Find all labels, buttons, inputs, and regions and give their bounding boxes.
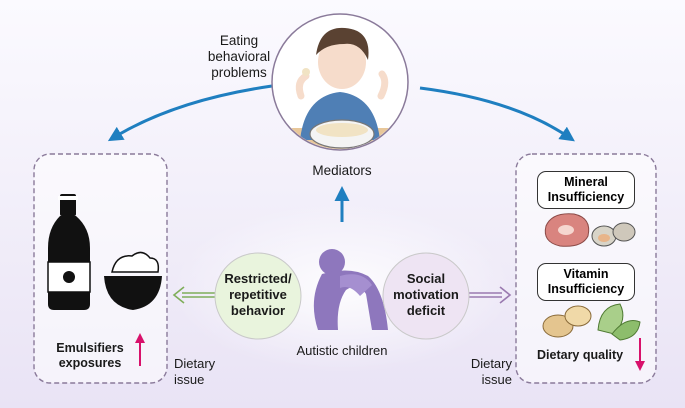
eating-problems-line-1: Eating bbox=[219, 33, 259, 48]
dietary-issue-right-line-2: issue bbox=[481, 372, 512, 387]
dietary-issue-right-line-1: Dietary bbox=[470, 356, 512, 371]
social-deficit-node bbox=[382, 252, 470, 340]
dietary-issue-left: Dietary issue bbox=[174, 356, 215, 388]
child-eating-illustration bbox=[271, 13, 409, 151]
social-deficit-label: Social motivation deficit bbox=[386, 271, 466, 319]
restricted-behavior-node bbox=[214, 252, 302, 340]
vitamin-line-2: Insufficiency bbox=[547, 282, 625, 296]
trend-down-arrow bbox=[635, 338, 645, 371]
restricted-line-3: behavior bbox=[230, 303, 286, 318]
bottle-icon bbox=[47, 194, 91, 310]
vitamin-insufficiency-box: Vitamin Insufficiency bbox=[537, 263, 635, 301]
restricted-line-2: repetitive bbox=[229, 287, 287, 302]
social-line-2: motivation bbox=[393, 287, 459, 302]
vitamin-line-1: Vitamin bbox=[563, 267, 609, 281]
nuts-icon bbox=[542, 305, 592, 338]
mineral-insufficiency-box: Mineral Insufficiency bbox=[537, 171, 635, 209]
eating-problems-line-2: behavioral bbox=[207, 49, 271, 64]
social-line-3: deficit bbox=[406, 303, 446, 318]
eating-problems-line-3: problems bbox=[211, 65, 267, 80]
restricted-line-1: Restricted/ bbox=[224, 271, 292, 286]
arrow-to-right-panel bbox=[419, 86, 575, 142]
dietary-issue-right: Dietary issue bbox=[466, 356, 512, 388]
mediators-label: Mediators bbox=[312, 163, 372, 178]
social-line-1: Social bbox=[406, 271, 446, 286]
bowl-icon bbox=[104, 251, 162, 310]
emulsifiers-line-2: exposures bbox=[58, 356, 122, 370]
spinach-icon bbox=[597, 303, 641, 341]
shellfish-icon bbox=[591, 222, 636, 247]
arrow-to-left-panel bbox=[107, 84, 273, 142]
meat-icon bbox=[544, 213, 590, 247]
autistic-children-label: Autistic children bbox=[296, 343, 388, 358]
dietary-issue-left-line-2: issue bbox=[174, 372, 205, 387]
restricted-behavior-label: Restricted/ repetitive behavior bbox=[218, 271, 298, 319]
mineral-line-1: Mineral bbox=[564, 175, 608, 189]
mineral-line-2: Insufficiency bbox=[547, 190, 625, 204]
emulsifiers-label: Emulsifiers exposures bbox=[48, 341, 132, 371]
dietary-issue-left-line-1: Dietary bbox=[174, 356, 216, 371]
trend-up-arrow bbox=[135, 333, 145, 366]
sitting-child-icon bbox=[313, 249, 388, 330]
eating-problems-label: Eating behavioral problems bbox=[202, 33, 276, 81]
dietary-quality-label: Dietary quality bbox=[537, 348, 624, 362]
emulsifiers-line-1: Emulsifiers bbox=[56, 341, 124, 355]
